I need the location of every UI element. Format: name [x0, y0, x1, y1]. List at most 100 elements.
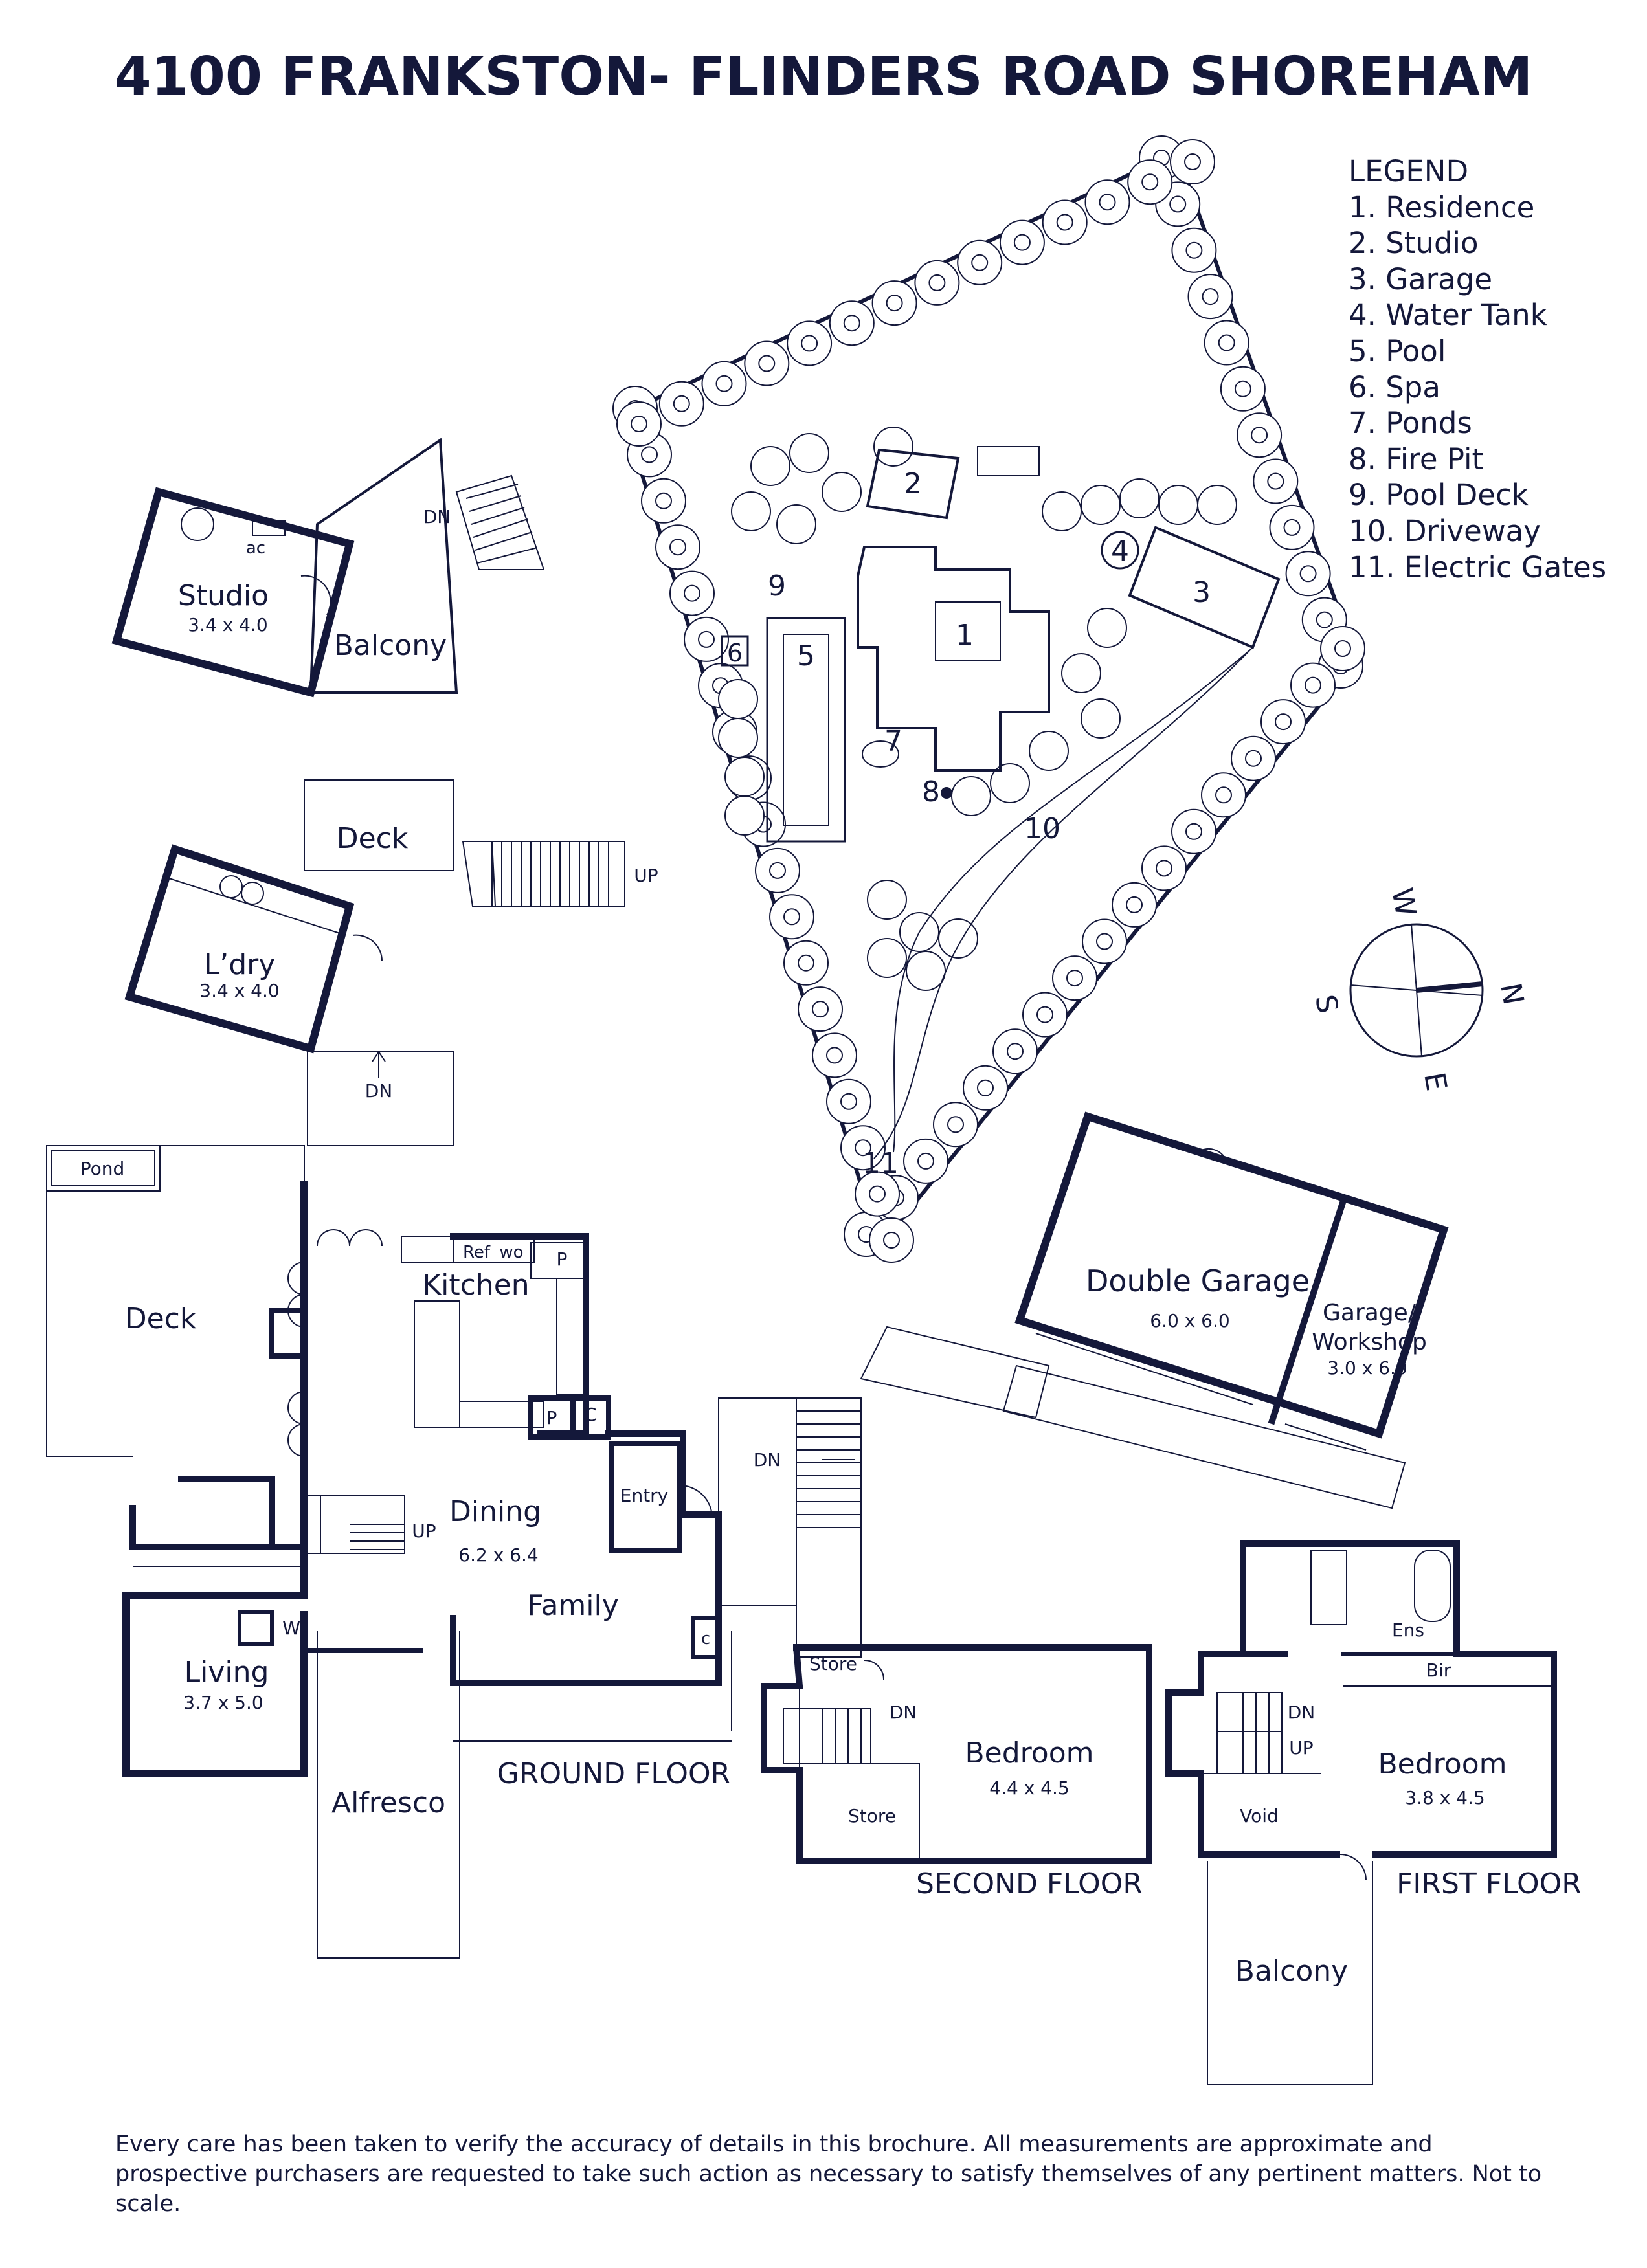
wf-label: Wf — [282, 1618, 308, 1639]
dining-label: Dining — [449, 1495, 541, 1528]
pantry-label-2: P — [546, 1407, 557, 1429]
tree-icon — [1126, 896, 1143, 913]
entry-dn-label: DN — [754, 1449, 781, 1471]
laundry-label: L’dry — [204, 948, 276, 981]
tree-icon — [840, 1093, 857, 1110]
garage-workshop-label-2: Workshop — [1312, 1329, 1427, 1355]
kitchen-label: Kitchen — [422, 1269, 529, 1302]
second-bedroom-label: Bedroom — [965, 1737, 1093, 1770]
tree-icon — [776, 504, 816, 544]
first-floor-label: FIRST FLOOR — [1396, 1867, 1582, 1900]
tree-icon — [1267, 472, 1284, 490]
tree-icon — [1119, 478, 1160, 518]
site-marker-pool-deck: 9 — [768, 570, 786, 603]
tree-icon — [655, 492, 672, 509]
tree-icon — [855, 1139, 871, 1157]
tree-icon — [698, 630, 715, 648]
tree-icon — [1299, 565, 1317, 583]
living-size: 3.7 x 5.0 — [183, 1692, 263, 1713]
legend-item: 6. Spa — [1349, 370, 1440, 405]
ground-floor-label: GROUND FLOOR — [497, 1757, 730, 1790]
tree-icon — [758, 355, 776, 372]
entry-label: Entry — [620, 1485, 669, 1506]
tree-icon — [1158, 485, 1198, 525]
tree-icon — [886, 295, 903, 312]
tree-icon — [1184, 153, 1201, 170]
legend-item: 8. Fire Pit — [1349, 442, 1483, 476]
dining-size: 6.2 x 6.4 — [458, 1544, 538, 1566]
ref-label: Ref — [463, 1243, 491, 1262]
studio-balcony-label: Balcony — [334, 629, 447, 662]
compass-west: W — [1385, 885, 1422, 919]
pool — [766, 617, 846, 843]
tree-icon — [801, 335, 818, 352]
tree-icon — [826, 1047, 843, 1064]
tree-icon — [631, 416, 647, 432]
site-marker-driveway: 10 — [1024, 812, 1060, 845]
tree-icon — [769, 862, 786, 879]
tree-icon — [1305, 676, 1321, 694]
site-marker-gates: 11 — [862, 1147, 899, 1180]
garage-workshop-label-1: Garage/ — [1323, 1300, 1417, 1326]
site-marker-pool: 5 — [797, 639, 815, 673]
tree-icon — [718, 679, 758, 719]
second-store-bottom-label: Store — [848, 1805, 896, 1827]
site-marker-ponds: 7 — [884, 725, 902, 758]
tree-icon — [715, 375, 733, 392]
site-marker-fire-pit: 8 — [922, 775, 940, 808]
site-garage — [1128, 526, 1281, 649]
upper-deck-label: Deck — [337, 822, 409, 855]
disclaimer: Every care has been taken to verify the … — [115, 2131, 1542, 2217]
second-floor-label: SECOND FLOOR — [916, 1867, 1143, 1900]
tree-icon — [867, 938, 907, 978]
tree-icon — [1056, 214, 1073, 231]
tree-icon — [1185, 241, 1203, 259]
legend-item: 7. Ponds — [1349, 406, 1472, 440]
tree-icon — [971, 254, 989, 271]
tree-icon — [1245, 750, 1262, 767]
first-bedroom-label: Bedroom — [1378, 1748, 1507, 1781]
tree-icon — [1141, 173, 1159, 191]
double-garage-label: Double Garage — [1086, 1263, 1310, 1298]
tree-icon — [1036, 1006, 1053, 1023]
tree-icon — [1013, 234, 1031, 251]
tree-icon — [1234, 380, 1251, 397]
legend-item: 1. Residence — [1349, 190, 1534, 225]
page-title: 4100 FRANKSTON- FLINDERS ROAD SHOREHAM — [115, 46, 1533, 107]
tree-icon — [1185, 823, 1202, 840]
garage-plan: Double Garage 6.0 x 6.0 Garage/ Workshop… — [1014, 1111, 1449, 1451]
legend-item: 4. Water Tank — [1349, 298, 1547, 332]
laundry-size: 3.4 x 4.0 — [199, 980, 279, 1001]
tree-icon — [812, 1001, 829, 1018]
tree-icon — [947, 1116, 964, 1133]
compass-east: E — [1417, 1070, 1453, 1093]
first-bir-label: Bir — [1426, 1660, 1451, 1681]
site-studio — [866, 448, 960, 520]
tree-icon — [783, 908, 800, 926]
compass: N S E W — [1308, 885, 1530, 1093]
first-balcony-label: Balcony — [1235, 1955, 1348, 1988]
tree-icon — [906, 951, 946, 991]
tree-icon — [1066, 970, 1083, 987]
living-label: Living — [185, 1656, 269, 1689]
garage-workshop-size: 3.0 x 6.0 — [1327, 1357, 1407, 1379]
tree-icon — [669, 539, 686, 556]
site-marker-studio: 2 — [904, 467, 922, 500]
tree-icon — [1096, 933, 1113, 950]
first-void-label: Void — [1240, 1805, 1279, 1827]
tree-icon — [938, 918, 978, 959]
deck-up-label: UP — [634, 865, 658, 886]
tree-icon — [1081, 485, 1121, 525]
compass-north: N — [1494, 981, 1530, 1007]
tree-icon — [1197, 485, 1237, 525]
tree-icon — [1215, 786, 1232, 804]
spa — [721, 635, 749, 667]
legend-heading: LEGEND — [1349, 154, 1468, 188]
legend-item: 5. Pool — [1349, 334, 1446, 368]
legend-item: 3. Garage — [1349, 262, 1492, 296]
legend-item: 11. Electric Gates — [1349, 550, 1606, 584]
tree-icon — [1007, 1043, 1024, 1060]
pond-label: Pond — [80, 1158, 125, 1179]
tree-icon — [1081, 698, 1121, 739]
